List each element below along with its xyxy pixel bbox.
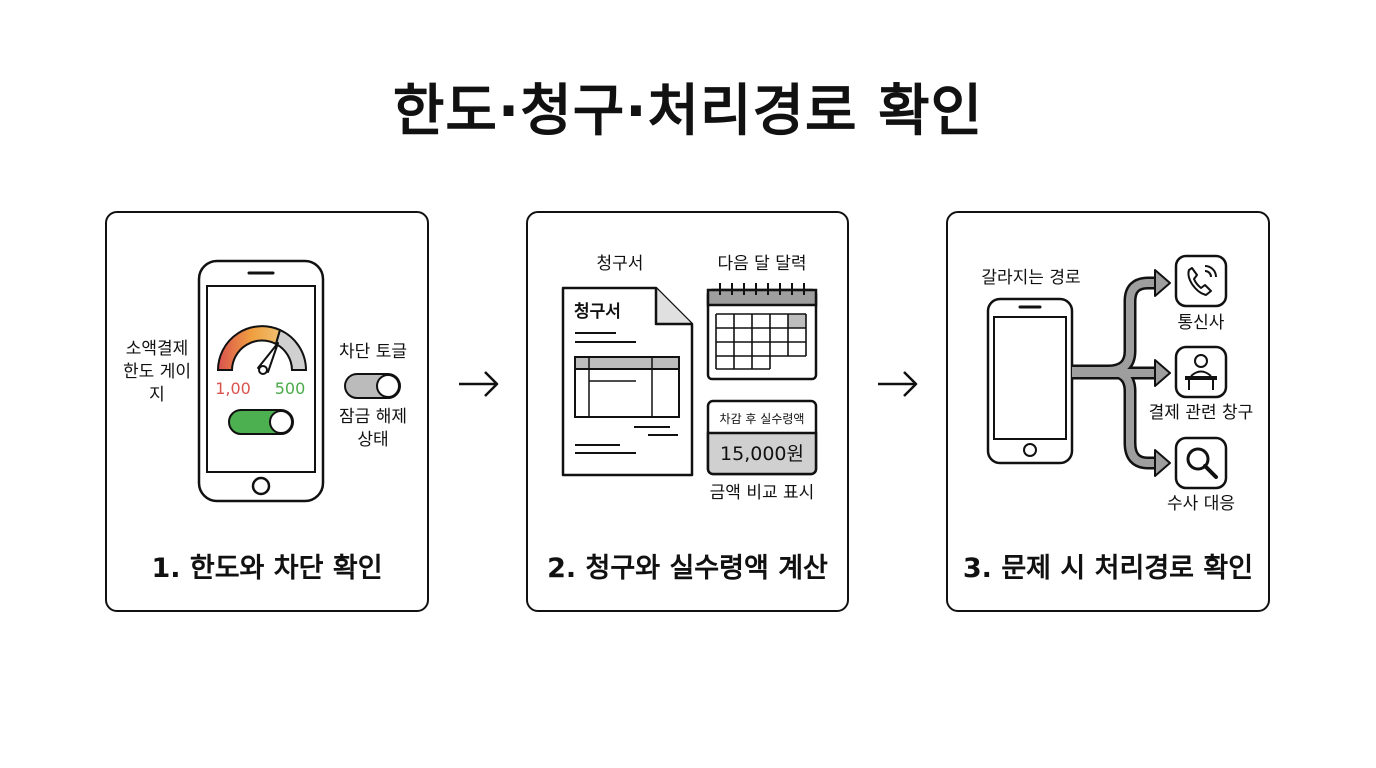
panel-caption: 1. 한도와 차단 확인 [151,553,383,584]
net-amount-value: 15,000원 [720,443,804,465]
flow-arrow-icon [876,366,920,406]
service-desk-icon [1174,345,1228,399]
gauge-label: 소액결제 한도 게이지 [123,339,191,405]
panel-caption: 3. 문제 시 처리경로 확인 [962,553,1254,584]
compare-label: 금액 비교 표시 [709,483,815,503]
phone-gauge-illustration: 1,00 500 [197,259,401,503]
route-payment-desk-label: 결제 관련 창구 [1148,403,1254,423]
invoice-doc-title: 청구서 [574,301,621,322]
gauge-icon [216,325,308,375]
net-amount-card-icon [706,399,818,476]
calendar-label: 다음 달 달력 [717,254,807,274]
calendar-icon [706,283,818,381]
magnifier-icon [1174,436,1228,490]
flow-arrow-icon [457,366,501,406]
gauge-max-value: 500 [275,379,306,398]
branch-arrows-icon [1072,269,1171,477]
toggle-block-icon [344,373,401,399]
smartphone-icon [986,297,1074,465]
invoice-calendar-illustration: 청구서 차감 후 실수령액 15,000원 [561,283,818,477]
unlock-label: 잠금 해제 상태 [339,407,407,450]
panel-caption: 2. 청구와 실수령액 계산 [547,553,828,584]
toggle-label: 차단 토글 [339,342,407,362]
route-carrier-label: 통신사 [1177,313,1225,333]
invoice-document-icon [561,286,694,477]
net-amount-label: 차감 후 실수령액 [720,412,805,426]
panel-routing: 갈라지는 경로 통신사 결제 관련 창구 수사 대응 3. 문제 시 처리경로 … [946,211,1270,612]
route-investigation-label: 수사 대응 [1167,494,1235,514]
phone-call-icon [1174,254,1228,308]
gauge-min-value: 1,00 [215,379,251,398]
route-label: 갈라지는 경로 [981,268,1081,288]
routing-illustration [986,254,1228,490]
panel-limit-block: 1,00 500 소액결제 한도 게이지 차단 토글 잠금 해제 상태 1. 한… [105,211,429,612]
toggle-on-icon [228,409,294,435]
page-title: 한도·청구·처리경로 확인 [392,79,984,144]
invoice-label: 청구서 [596,254,644,274]
panel-billing: 청구서 차감 후 실수령액 15,000원 청구서 다음 달 달력 금액 비교 … [526,211,849,612]
